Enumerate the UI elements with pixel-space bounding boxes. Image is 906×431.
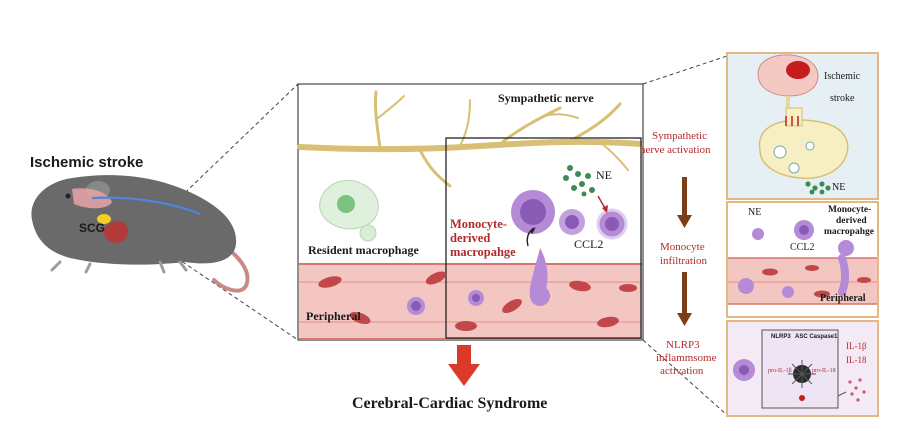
panel2-cells [738,220,871,298]
main-sympathetic-nerve [297,90,643,188]
monocyte-derived-macrophages [511,190,628,240]
syndrome-arrow [448,345,480,386]
mouse-eye [65,193,71,199]
mouse-illustration [31,175,250,293]
extravasating-monocyte [529,248,550,306]
panel2-vessel [728,258,877,304]
monocyte-label-line3: macropahge [450,245,516,259]
ne-arrowhead [602,205,608,213]
panel3-graphics [733,359,866,402]
ne-label: NE [596,168,612,182]
mouse-brain [72,188,112,209]
peripheral-label: Peripheral [306,309,361,323]
resident-macrophage-cell [319,180,379,242]
panel2-ccl2-label: CCL2 [790,242,815,253]
mouse-nerve-blue [91,196,201,216]
zoom-line-right-bottom [642,339,728,416]
panel3-asc-label: ASC Caspase1 [795,334,838,340]
panel1-ne-dots [805,181,831,195]
syndrome-title: Cerebral-Cardiac Syndrome [352,395,548,412]
zoom-line-right-top [642,55,728,85]
mouse-scg [97,214,111,224]
monocyte-label-line2: derived [450,231,491,245]
step1-line2: nerve activation [640,144,711,156]
panel3-il1b-label: IL-1β [846,341,867,351]
panel3-pro-il1b: pro-IL-1β [768,368,792,374]
panel2-peripheral-label: Peripheral [820,293,866,304]
zoom-line-top [164,83,299,213]
step3-line2: inflammsome [656,352,717,364]
panel3-nlrp3-label: NLRP3 [771,334,791,340]
sympathetic-nerve-label: Sympathetic nerve [498,91,594,105]
panel2-mono-line1: Monocyte- [828,205,872,215]
monocyte-label-line1: Monocyte- [450,217,507,231]
resident-macrophage-label: Resident macrophage [308,243,419,257]
ne-dots [563,165,595,197]
panel2-mono-line2: derived [836,216,867,226]
step2-line2: infiltration [660,255,708,267]
mouse-heart [103,221,129,243]
step2-line1: Monocyte [660,241,705,253]
mouse-tail [212,244,250,293]
ccl2-label: CCL2 [574,237,604,251]
main-vessel-cells [318,271,637,331]
panel1-ne-label: NE [832,182,846,193]
mouse-title: Ischemic stroke [30,154,144,171]
panel2-mono-line3: macropahge [824,227,874,237]
panel2-ne-label: NE [748,207,762,218]
step3-line1: NLRP3 [666,339,700,351]
step1-line1: Sympathetic [652,130,707,142]
panel1-label-line2: stroke [830,93,855,104]
panel3-pro-il18: pro-IL-18 [812,368,836,374]
mouse-body [31,175,237,265]
migration-arrow [526,227,535,247]
step3-line3: activation [660,365,704,377]
panel3-il18-label: IL-18 [846,355,867,365]
scg-label: SCG [79,221,106,235]
zoom-line-bottom [164,249,299,341]
panel1-brain [757,54,819,110]
panel1-synapse [758,107,849,180]
inner-zoom-box [445,137,642,339]
step-arrows [677,177,692,326]
mouse-paws [50,260,188,274]
panel1-label-line1: Ischemic [824,71,861,82]
migration-arrowhead [530,227,536,234]
